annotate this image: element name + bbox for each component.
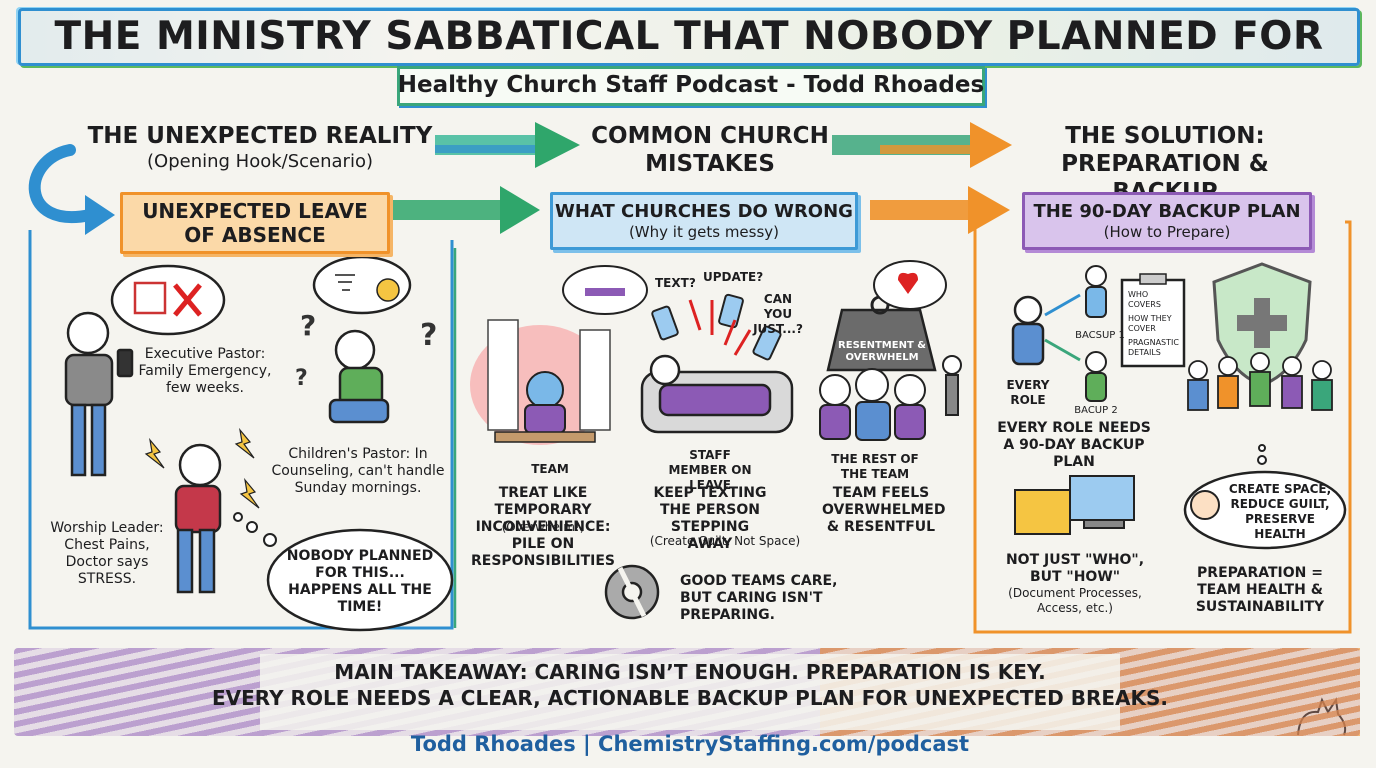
storm-cloud-icon xyxy=(312,255,412,315)
solution-label-line2: (How to Prepare) xyxy=(1103,223,1231,241)
dream-cloud-icon xyxy=(562,265,648,315)
nobody-planned-text: NOBODY PLANNED FOR THIS... HAPPENS ALL T… xyxy=(286,548,434,615)
backup-person-icon xyxy=(1085,265,1107,402)
solution-label-line1: THE 90-DAY BACKUP PLAN xyxy=(1033,201,1301,222)
mistakes-heading-line2: MISTAKES xyxy=(645,151,775,177)
mistakes-label-line1: WHAT CHURCHES DO WRONG xyxy=(555,201,853,222)
what-churches-do-wrong-label: WHAT CHURCHES DO WRONG (Why it gets mess… xyxy=(550,192,858,250)
backup2-label: BACUP 2 xyxy=(1074,405,1118,416)
question-mark-icon: ? xyxy=(300,309,316,342)
clipboard-item-3: PRAGNASTIC DETAILS xyxy=(1128,338,1179,357)
calm-person-bubble xyxy=(1183,444,1347,550)
phone-update-label: UPDATE? xyxy=(703,270,764,284)
mistakes-label-line2: (Why it gets messy) xyxy=(628,223,780,241)
unexpected-leave-line2: OF ABSENCE xyxy=(184,223,326,247)
gear-text: GOOD TEAMS CARE, BUT CARING ISN'T PREPAR… xyxy=(680,573,838,623)
clipboard-item-2: HOW THEY COVER xyxy=(1128,314,1172,333)
main-title: THE MINISTRY SABBATICAL THAT NOBODY PLAN… xyxy=(54,14,1324,59)
create-space-text: CREATE SPACE, REDUCE GUILT, PRESERVE HEA… xyxy=(1228,482,1332,541)
sitting-pastor-icon xyxy=(328,329,390,424)
not-just-who-text: NOT JUST "WHO", BUT "HOW" xyxy=(1005,552,1145,585)
staff-note: (Create Guilt, Not Space) xyxy=(649,534,801,548)
phone-canyou-label: CAN YOU JUST...? xyxy=(753,292,803,336)
exec-pastor-text: Executive Pastor: Family Emergency, few … xyxy=(138,346,272,396)
every-role-needs-text: EVERY ROLE NEEDS A 90-DAY BACKUP PLAN xyxy=(997,420,1151,470)
worship-leader-text: Worship Leader: Chest Pains, Doctor says… xyxy=(50,520,164,587)
arrow-label2-to-label3-icon xyxy=(870,186,1010,234)
rest-text: TEAM FEELS OVERWHELMED & RESENTFUL xyxy=(822,485,946,535)
staff-tag: STAFF MEMBER ON LEAVE xyxy=(668,448,752,492)
arrow-label1-to-label2-icon xyxy=(393,186,540,234)
couch-icon xyxy=(640,354,794,434)
backup1-label: BACSUP 1 xyxy=(1075,330,1125,341)
takeaway-line2: EVERY ROLE NEEDS A CLEAR, ACTIONABLE BAC… xyxy=(212,686,1168,710)
staff-text: KEEP TEXTING THE PERSON STEPPING AWAY xyxy=(653,485,767,552)
phone-text-label: TEXT? xyxy=(655,276,696,290)
childrens-pastor-text: Children's Pastor: In Counseling, can't … xyxy=(271,446,445,496)
preparation-text: PREPARATION = TEAM HEALTH & SUSTAINABILI… xyxy=(1195,565,1325,615)
team-tag: TEAM xyxy=(531,462,569,476)
team-people-icon xyxy=(1187,352,1333,411)
team-text: TREAT LIKE TEMPORARY INCONVENIENCE: PILE… xyxy=(470,485,615,569)
arrow-icon xyxy=(1044,293,1081,317)
arrow-reality-to-mistakes-icon xyxy=(435,122,580,168)
unexpected-leave-label: UNEXPECTED LEAVE OF ABSENCE xyxy=(120,192,390,254)
clipboard-list: WHO COVERS HOW THEY COVER PRAGNASTIC DET… xyxy=(1128,290,1182,358)
reality-subheading: (Opening Hook/Scenario) xyxy=(147,151,373,172)
broken-heart-bubble xyxy=(873,260,947,310)
takeaway-line1: MAIN TAKEAWAY: CARING ISN’T ENOUGH. PREP… xyxy=(334,660,1046,684)
arrow-icon xyxy=(1044,338,1081,362)
curved-arrow-head-icon xyxy=(85,195,115,235)
mistakes-heading-line1: COMMON CHURCH xyxy=(591,123,829,149)
curved-arrow-icon xyxy=(28,144,96,223)
clipboard-icon xyxy=(1120,273,1186,368)
subtitle-box xyxy=(397,66,985,106)
folder-computer-icon xyxy=(1014,475,1135,535)
down-arrow-icon xyxy=(688,299,752,356)
reality-heading: THE UNEXPECTED REALITY xyxy=(87,123,433,149)
weight-label: RESENTMENT & OVERWHELM xyxy=(838,340,926,363)
subtitle: Healthy Church Staff Podcast - Todd Rhoa… xyxy=(397,72,985,98)
question-mark-icon: ? xyxy=(420,318,437,353)
arrow-mistakes-to-solution-icon xyxy=(832,122,1012,168)
backup-plan-label: THE 90-DAY BACKUP PLAN (How to Prepare) xyxy=(1022,192,1312,250)
title-banner xyxy=(18,8,1360,66)
unexpected-leave-line1: UNEXPECTED LEAVE xyxy=(142,199,368,223)
phone-icon xyxy=(651,293,782,361)
team-note: (Overwhelm!) xyxy=(501,520,585,534)
not-just-who-note: (Document Processes, Access, etc.) xyxy=(1008,586,1142,615)
nobody-planned-bubble xyxy=(233,512,454,632)
shield-icon xyxy=(1212,262,1312,387)
calendar-cancel-icon xyxy=(110,264,226,336)
every-role-label: EVERY ROLE xyxy=(1006,378,1050,407)
worship-leader-icon xyxy=(174,443,222,594)
solution-heading-line1: THE SOLUTION: xyxy=(1065,123,1265,149)
clipboard-item-1: WHO COVERS xyxy=(1128,290,1161,309)
takeaway-backdrop xyxy=(260,654,1120,730)
question-mark-icon: ? xyxy=(295,366,308,391)
broken-gear-icon xyxy=(604,564,660,620)
footer-credit: Todd Rhoades | ChemistryStaffing.com/pod… xyxy=(410,732,970,756)
every-role-person-icon xyxy=(1011,295,1045,366)
rest-tag: THE REST OF THE TEAM xyxy=(831,452,919,481)
overwhelmed-person-icon xyxy=(470,319,611,445)
man-with-phone-icon xyxy=(64,311,134,477)
lightning-icon xyxy=(144,427,260,509)
angry-team-icon xyxy=(819,355,962,441)
